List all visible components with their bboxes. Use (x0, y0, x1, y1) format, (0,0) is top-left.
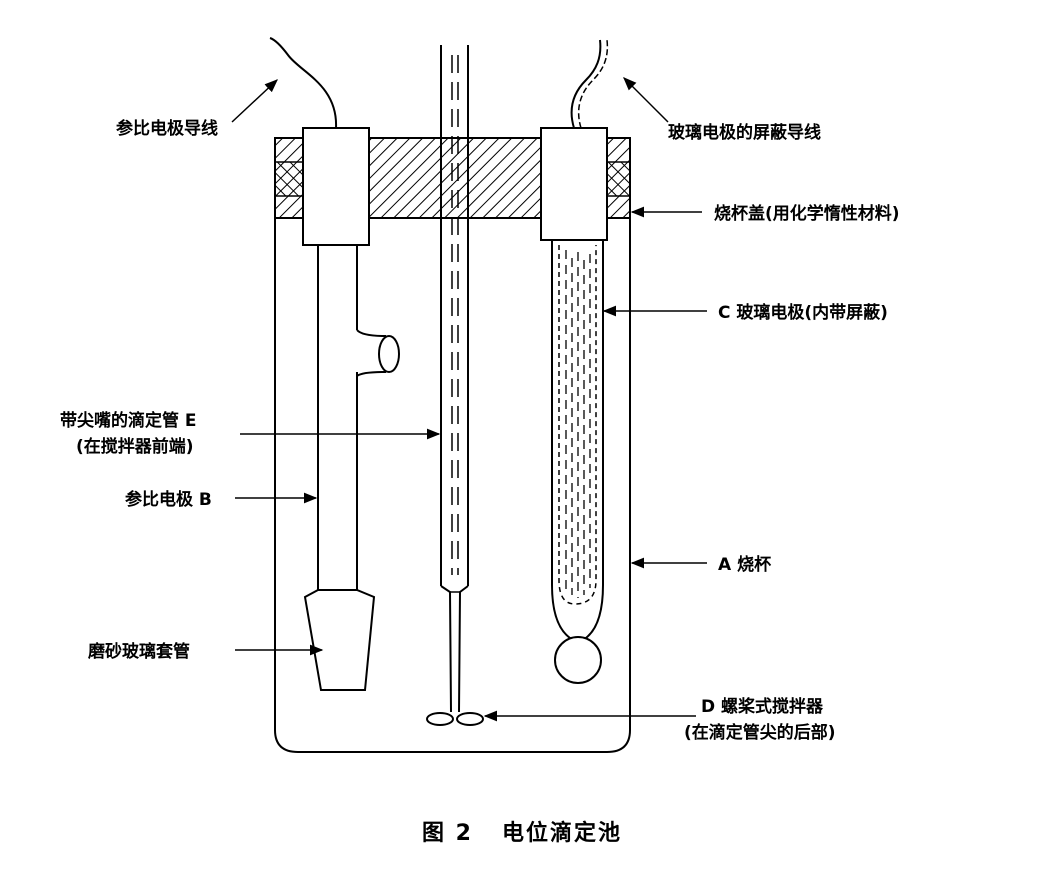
label-beaker: A 烧杯 (718, 554, 771, 575)
label-beaker-lid: 烧杯盖(用化学惰性材料) (714, 203, 900, 224)
figure-caption: 图 2 电位滴定池 (422, 820, 622, 846)
label-ground-glass-sleeve: 磨砂玻璃套管 (88, 641, 190, 662)
glass-electrode-shield-dashes (565, 250, 591, 598)
label-stirrer-note: (在滴定管尖的后部) (684, 722, 836, 743)
label-reference-electrode: 参比电极 B (125, 489, 212, 510)
beaker-body (274, 138, 631, 753)
reference-wire (269, 37, 338, 129)
label-glass-electrode: C 玻璃电极(内带屏蔽) (718, 302, 888, 323)
reference-electrode (269, 37, 400, 590)
label-stirrer: D 螺桨式搅拌器 (701, 696, 824, 717)
glass-electrode (540, 39, 609, 684)
glass-shield-wire (570, 39, 602, 129)
label-reference-wire: 参比电极导线 (116, 118, 218, 139)
label-burette: 带尖嘴的滴定管 E (60, 410, 197, 431)
propeller-stirrer (426, 712, 484, 726)
label-burette-note: (在搅拌器前端) (76, 436, 194, 457)
label-glass-shield-wire: 玻璃电极的屏蔽导线 (668, 122, 821, 143)
ground-glass-sleeve (303, 589, 376, 691)
burette (440, 45, 469, 713)
